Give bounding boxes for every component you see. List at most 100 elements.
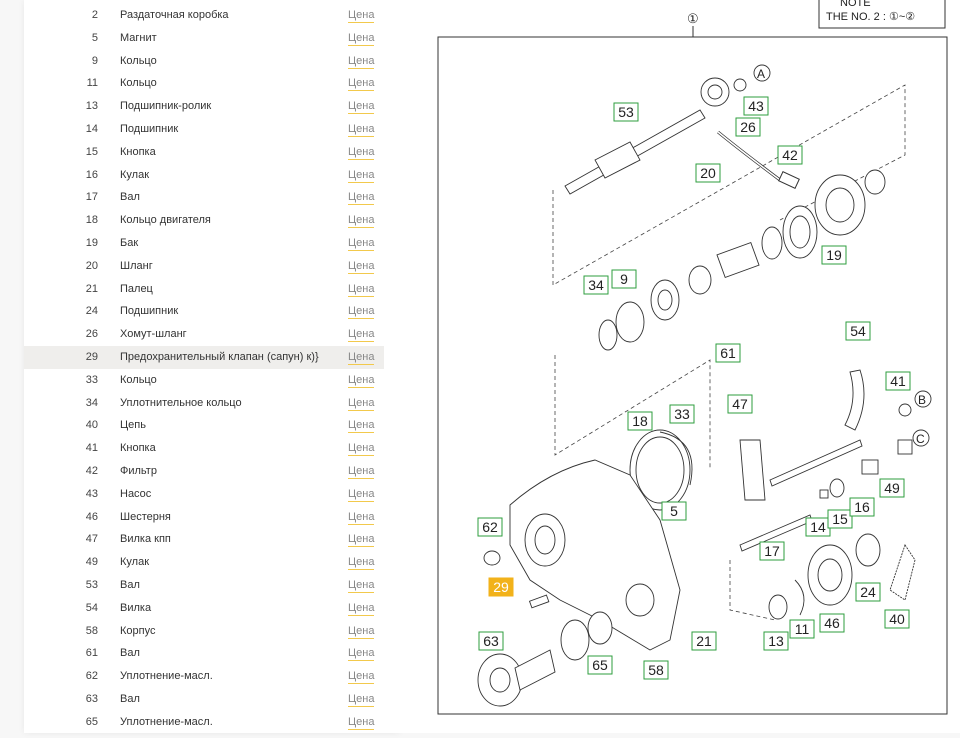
price-link[interactable]: Цена <box>348 328 375 343</box>
callout-label[interactable]: 9 <box>620 271 628 287</box>
callout-box[interactable] <box>611 269 637 289</box>
callout-box[interactable] <box>879 478 905 498</box>
price-link[interactable]: Цена <box>348 624 375 639</box>
price-link[interactable]: Цена <box>348 556 375 571</box>
price-link[interactable]: Цена <box>348 465 375 479</box>
price-link[interactable]: Цена <box>348 533 375 548</box>
price-link[interactable]: Цена <box>348 396 375 411</box>
callout-label[interactable]: 17 <box>764 543 780 559</box>
callout-box[interactable] <box>478 631 504 651</box>
callout-label[interactable]: 33 <box>674 406 690 422</box>
callout-box[interactable] <box>821 245 847 265</box>
callout-label[interactable]: 18 <box>632 413 648 429</box>
callout-label[interactable]: 58 <box>648 662 664 678</box>
callout-box[interactable] <box>845 321 871 341</box>
callout-box[interactable] <box>587 655 613 675</box>
callout-label[interactable]: 53 <box>618 104 634 120</box>
callout-label[interactable]: 61 <box>720 345 736 361</box>
callout-box[interactable] <box>613 102 639 122</box>
callout-label[interactable]: 11 <box>795 621 810 637</box>
callout-label[interactable]: 26 <box>740 119 756 135</box>
price-link[interactable]: Цена <box>348 351 375 365</box>
callout-label[interactable]: 13 <box>768 633 784 649</box>
callout-label[interactable]: 19 <box>826 247 842 263</box>
price-link[interactable]: Цена <box>348 123 375 137</box>
callout-box[interactable] <box>827 509 853 529</box>
callout-box[interactable] <box>759 541 785 561</box>
price-link[interactable]: Цена <box>348 647 375 662</box>
price-link[interactable]: Цена <box>348 579 375 593</box>
callout-box[interactable] <box>777 145 803 165</box>
callout-label[interactable]: 29 <box>493 579 509 595</box>
callout-box[interactable] <box>884 609 910 629</box>
callout-label[interactable]: 24 <box>860 584 876 600</box>
callout-label[interactable]: 62 <box>482 519 498 535</box>
callout-box[interactable] <box>583 275 609 295</box>
price-link[interactable]: Цена <box>348 77 375 92</box>
price-link[interactable]: Цена <box>348 693 375 707</box>
callout-box[interactable] <box>715 343 741 363</box>
callout-box[interactable] <box>819 613 845 633</box>
callout-label[interactable]: 20 <box>700 165 716 181</box>
callout-label[interactable]: 14 <box>810 519 826 535</box>
callout-box[interactable] <box>691 631 717 651</box>
price-link[interactable]: Цена <box>348 305 375 320</box>
callout-label[interactable]: 49 <box>884 480 900 496</box>
price-link[interactable]: Цена <box>348 9 375 23</box>
price-link[interactable]: Цена <box>348 168 375 183</box>
callout-box[interactable] <box>885 371 911 391</box>
callout-label[interactable]: 5 <box>670 503 678 519</box>
callout-box[interactable] <box>627 411 653 431</box>
price-link[interactable]: Цена <box>348 100 375 115</box>
price-link[interactable]: Цена <box>348 670 375 685</box>
callout-box[interactable] <box>661 501 687 521</box>
price-link[interactable]: Цена <box>348 419 375 434</box>
price-link[interactable]: Цена <box>348 373 375 388</box>
callout-box[interactable] <box>643 660 669 680</box>
callout-label[interactable]: 47 <box>732 396 748 412</box>
price-link[interactable]: Цена <box>348 237 375 251</box>
price-link[interactable]: Цена <box>348 54 375 69</box>
callout-box[interactable] <box>727 394 753 414</box>
callout-label[interactable]: 42 <box>782 147 798 163</box>
callout-label[interactable]: 41 <box>890 373 906 389</box>
price-link[interactable]: Цена <box>348 282 375 297</box>
callout-label[interactable]: 34 <box>588 277 604 293</box>
price-link[interactable]: Цена <box>348 442 375 457</box>
price-link[interactable]: Цена <box>348 214 375 229</box>
callout-box[interactable] <box>735 117 761 137</box>
price-link[interactable]: Цена <box>348 145 375 160</box>
callout-box[interactable] <box>849 497 875 517</box>
callout-box[interactable] <box>477 517 503 537</box>
callout-box[interactable] <box>855 582 881 602</box>
price-link[interactable]: Цена <box>348 487 375 502</box>
callout-label[interactable]: 54 <box>850 323 866 339</box>
